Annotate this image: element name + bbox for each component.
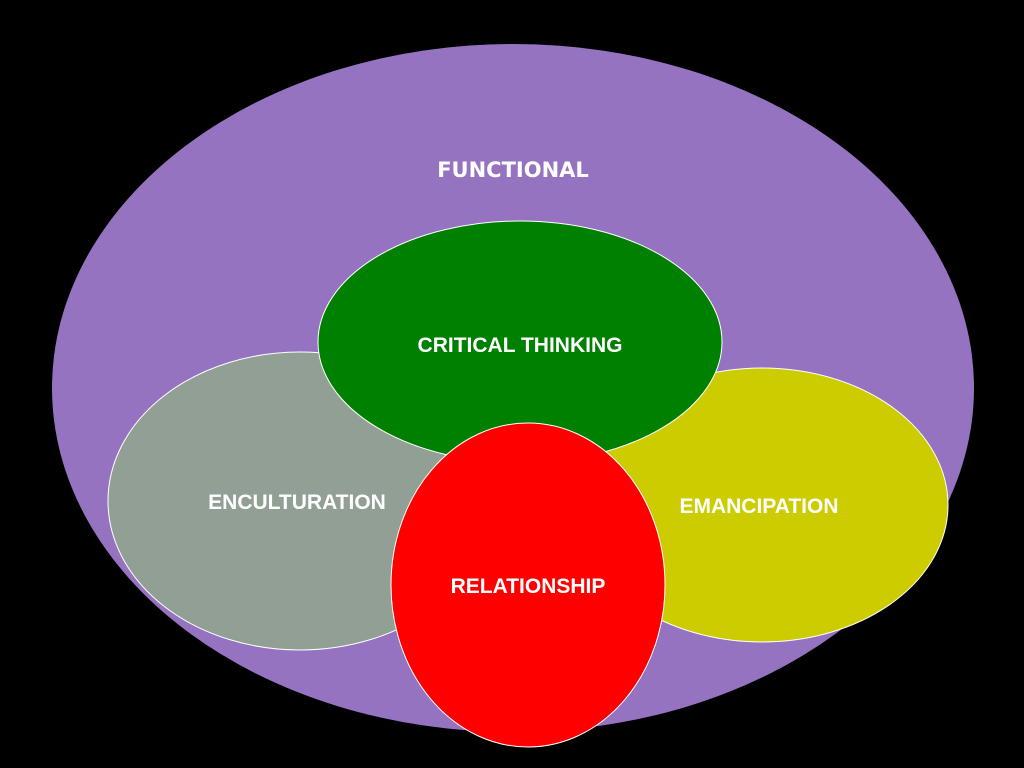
functional-label: FUNCTIONAL: [437, 158, 589, 182]
critical-thinking-label: CRITICAL THINKING: [418, 334, 623, 357]
relationship-ellipse: [390, 422, 666, 748]
enculturation-label: ENCULTURATION: [208, 491, 386, 514]
emancipation-label: EMANCIPATION: [679, 495, 838, 518]
relationship-label: RELATIONSHIP: [451, 575, 606, 598]
